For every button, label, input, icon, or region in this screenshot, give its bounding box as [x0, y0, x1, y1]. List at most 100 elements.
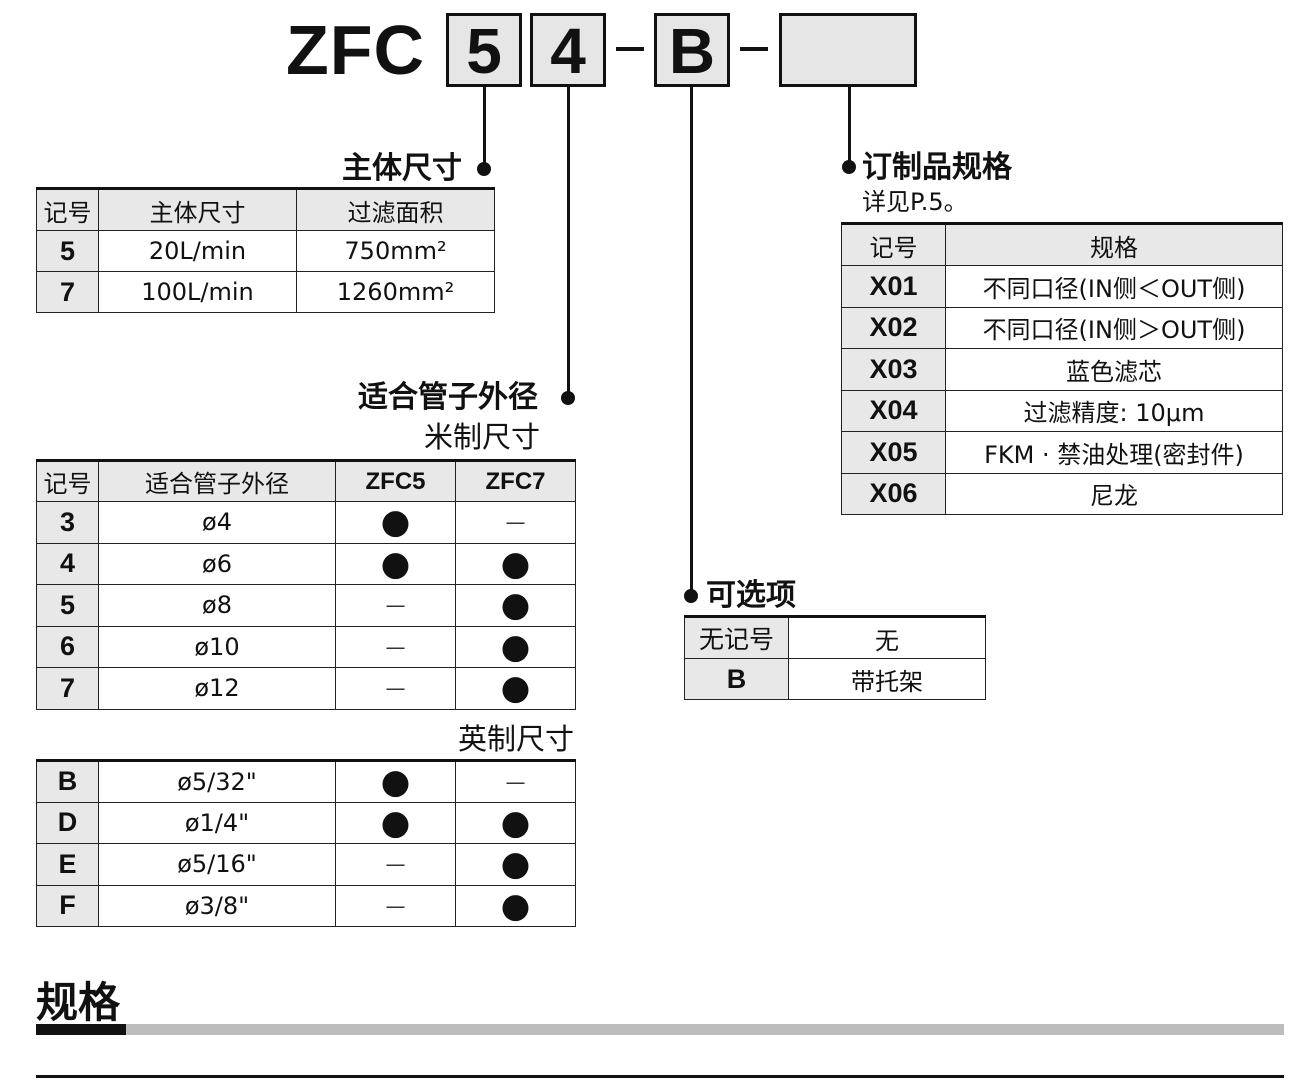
- custom-spec-heading: 订制品规格: [862, 150, 1012, 185]
- row-key: 无记号: [684, 615, 789, 659]
- available-mark: ●: [335, 801, 456, 844]
- custom-spec-note: 详见P.5。: [862, 188, 968, 216]
- row-key: X02: [841, 306, 946, 349]
- model-dash: [740, 47, 768, 51]
- body-size-heading: 主体尺寸: [342, 151, 462, 186]
- row-key: X01: [841, 265, 946, 308]
- row-key: 3: [36, 501, 99, 544]
- table-row: 7 100L/min 1260mm²: [36, 271, 495, 313]
- model-dash: [616, 47, 644, 51]
- available-mark: ●: [455, 625, 576, 668]
- table-header: 记号: [841, 222, 946, 266]
- row-key: E: [36, 843, 99, 886]
- table-header: 主体尺寸: [98, 187, 297, 231]
- connector-line-body-size: [483, 87, 486, 169]
- table-header: ZFC5: [335, 459, 456, 502]
- row-area: 1260mm²: [296, 271, 495, 313]
- unavailable-mark: —: [335, 625, 456, 668]
- row-key: X05: [841, 431, 946, 474]
- model-code-option: B: [654, 13, 730, 87]
- connector-dot-body-size: [477, 162, 491, 176]
- unavailable-mark: —: [335, 884, 456, 927]
- available-mark: ●: [455, 542, 576, 585]
- row-size: 20L/min: [98, 230, 297, 272]
- row-area: 750mm²: [296, 230, 495, 272]
- section-title: 规格: [36, 978, 121, 1027]
- table-row: B 带托架: [684, 658, 986, 700]
- model-code-custom: [779, 13, 917, 87]
- available-mark: ●: [335, 542, 456, 585]
- available-mark: ●: [455, 884, 576, 927]
- row-value: 蓝色滤芯: [945, 348, 1283, 391]
- row-od: ø10: [98, 625, 336, 668]
- unavailable-mark: —: [335, 667, 456, 710]
- row-od: ø3/8": [98, 884, 336, 927]
- table-row: 无记号 无: [684, 615, 986, 659]
- row-value: 过滤精度: 10μm: [945, 389, 1283, 432]
- row-value: 尼龙: [945, 472, 1283, 515]
- row-key: 5: [36, 584, 99, 627]
- inch-label: 英制尺寸: [458, 722, 575, 756]
- model-prefix: ZFC: [286, 11, 426, 89]
- connector-line-tube-od: [567, 87, 570, 397]
- row-od: ø12: [98, 667, 336, 710]
- table-header: 记号: [36, 459, 99, 502]
- connector-line-custom: [848, 87, 851, 167]
- row-key: D: [36, 801, 99, 844]
- connector-dot-custom: [842, 160, 856, 174]
- row-key: 6: [36, 625, 99, 668]
- row-key: 5: [36, 230, 99, 272]
- table-header: 记号: [36, 187, 99, 231]
- available-mark: ●: [455, 584, 576, 627]
- row-key: F: [36, 884, 99, 927]
- available-mark: ●: [455, 801, 576, 844]
- row-key: X06: [841, 472, 946, 515]
- row-value: 无: [788, 615, 986, 659]
- row-key: X03: [841, 348, 946, 391]
- options-heading: 可选项: [706, 578, 796, 613]
- table-row: 5 20L/min 750mm²: [36, 230, 495, 272]
- available-mark: ●: [335, 759, 456, 803]
- table-header: 过滤面积: [296, 187, 495, 231]
- row-od: ø8: [98, 584, 336, 627]
- options-table: 无记号 无 B 带托架: [684, 615, 986, 700]
- row-size: 100L/min: [98, 271, 297, 313]
- section-rule: [36, 1024, 1284, 1035]
- unavailable-mark: —: [335, 843, 456, 886]
- unavailable-mark: —: [455, 501, 576, 544]
- row-key: 7: [36, 271, 99, 313]
- connector-line-option: [690, 87, 693, 595]
- connector-dot-option: [684, 589, 698, 603]
- table-header: 适合管子外径: [98, 459, 336, 502]
- model-code-tube-od: 4: [530, 13, 606, 87]
- row-od: ø1/4": [98, 801, 336, 844]
- available-mark: ●: [455, 667, 576, 710]
- body-size-table: 记号 主体尺寸 过滤面积 5 20L/min 750mm² 7 100L/min…: [36, 187, 495, 313]
- row-od: ø6: [98, 542, 336, 585]
- row-od: ø5/32": [98, 759, 336, 803]
- connector-dot-tube-od: [561, 391, 575, 405]
- available-mark: ●: [335, 501, 456, 544]
- row-key: X04: [841, 389, 946, 432]
- row-key: B: [684, 658, 789, 700]
- unavailable-mark: —: [455, 759, 576, 803]
- row-value: FKM · 禁油处理(密封件): [945, 431, 1283, 474]
- bottom-rule: [36, 1075, 1284, 1078]
- row-od: ø4: [98, 501, 336, 544]
- tube-od-heading: 适合管子外径: [358, 380, 538, 415]
